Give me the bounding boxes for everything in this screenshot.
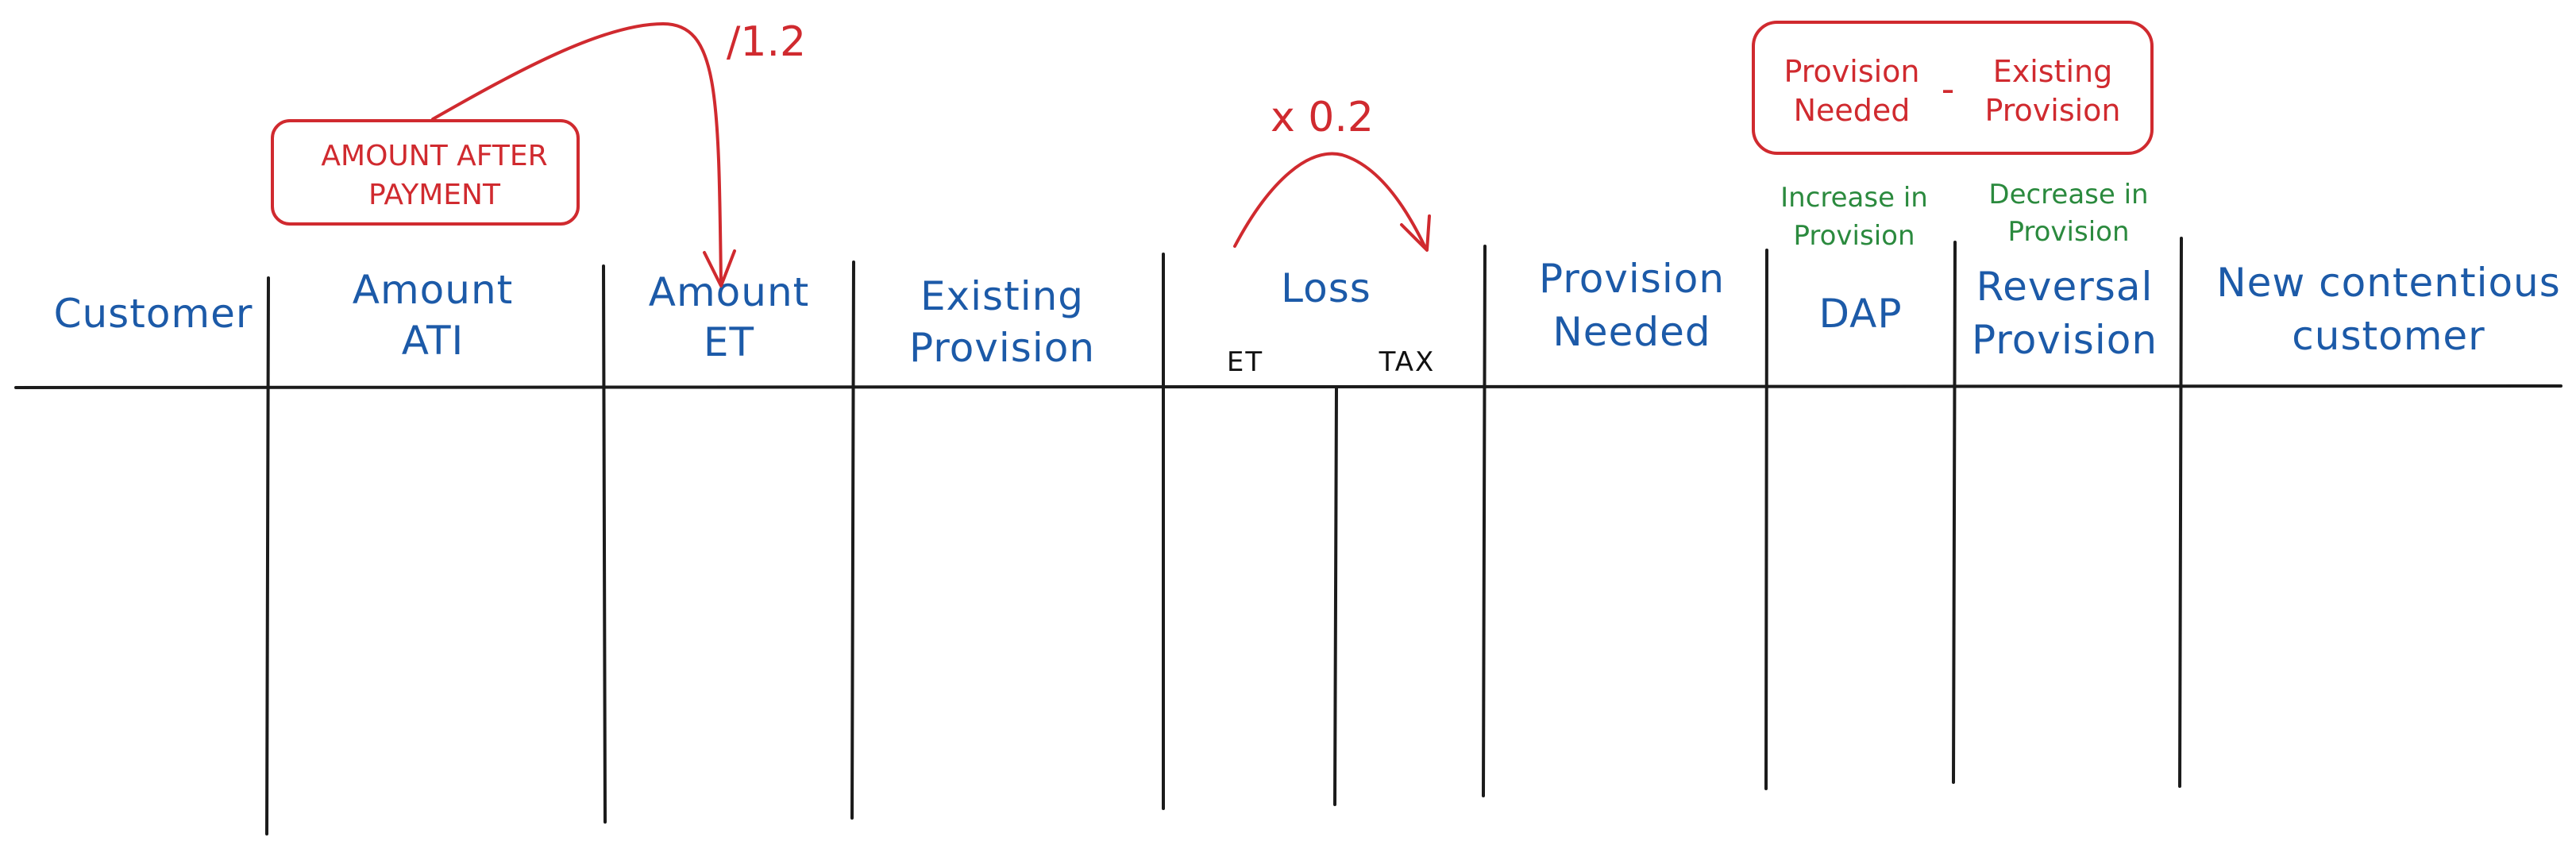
formula-right-line2: Provision — [1984, 93, 2120, 128]
multiply-arrow — [1233, 152, 1427, 249]
header-provision-needed-line2: Needed — [1552, 309, 1710, 355]
header-dap: DAP — [1819, 291, 1903, 337]
header-amount-et-line1: Amount — [649, 269, 809, 315]
table-grid — [14, 237, 2563, 835]
increase-in-provision-line1: Increase in — [1780, 182, 1928, 214]
annotations-red: AMOUNT AFTER PAYMENT /1.2 x 0.2 Provisio… — [271, 18, 2154, 288]
column-divider — [1764, 249, 1768, 790]
header-existing-provision-line2: Provision — [909, 325, 1095, 371]
formula-box — [1752, 21, 2154, 155]
header-amount-ati-line2: ATI — [402, 318, 465, 364]
increase-in-provision-line2: Provision — [1793, 220, 1915, 252]
column-headers: Customer Amount ATI Amount ET Existing P… — [54, 256, 2561, 378]
header-rule — [14, 384, 2563, 389]
column-divider — [1952, 241, 1957, 784]
decrease-in-provision-line2: Provision — [2007, 216, 2129, 248]
column-divider — [265, 276, 270, 835]
loss-subheader-tax: TAX — [1379, 346, 1436, 378]
formula-left-line2: Needed — [1794, 93, 1911, 128]
formula-left-line1: Provision — [1784, 54, 1919, 89]
annotations-green: Increase in Provision Decrease in Provis… — [1780, 179, 2148, 252]
amount-after-payment-line1: AMOUNT AFTER — [321, 140, 547, 172]
header-amount-et-line2: ET — [704, 319, 754, 365]
loss-subheader-et: ET — [1227, 346, 1263, 378]
header-customer: Customer — [54, 291, 253, 337]
column-divider — [2178, 237, 2183, 788]
decrease-in-provision-line1: Decrease in — [1988, 179, 2148, 210]
header-existing-provision-line1: Existing — [920, 273, 1084, 319]
divide-arrow — [431, 22, 723, 286]
amount-after-payment-box — [271, 119, 580, 226]
header-new-contentious-customer-line2: customer — [2292, 313, 2485, 359]
amount-after-payment-line2: PAYMENT — [368, 179, 501, 211]
column-divider — [850, 260, 855, 820]
formula-operator: - — [1942, 68, 1955, 110]
header-reversal-provision-line1: Reversal — [1976, 264, 2154, 310]
header-provision-needed-line1: Provision — [1539, 256, 1725, 302]
header-reversal-provision-line2: Provision — [1972, 317, 2158, 363]
column-divider — [1482, 245, 1487, 797]
multiply-label: x 0.2 — [1271, 94, 1374, 141]
loss-subdivider — [1333, 386, 1338, 806]
formula-right-line1: Existing — [1993, 54, 2113, 89]
divide-label: /1.2 — [727, 18, 806, 66]
column-divider — [602, 264, 607, 824]
header-loss: Loss — [1281, 265, 1371, 311]
header-amount-ati-line1: Amount — [353, 267, 513, 313]
multiply-arrowhead — [1400, 214, 1431, 252]
header-new-contentious-customer-line1: New contentious — [2216, 260, 2561, 306]
divide-arrowhead — [703, 249, 736, 288]
